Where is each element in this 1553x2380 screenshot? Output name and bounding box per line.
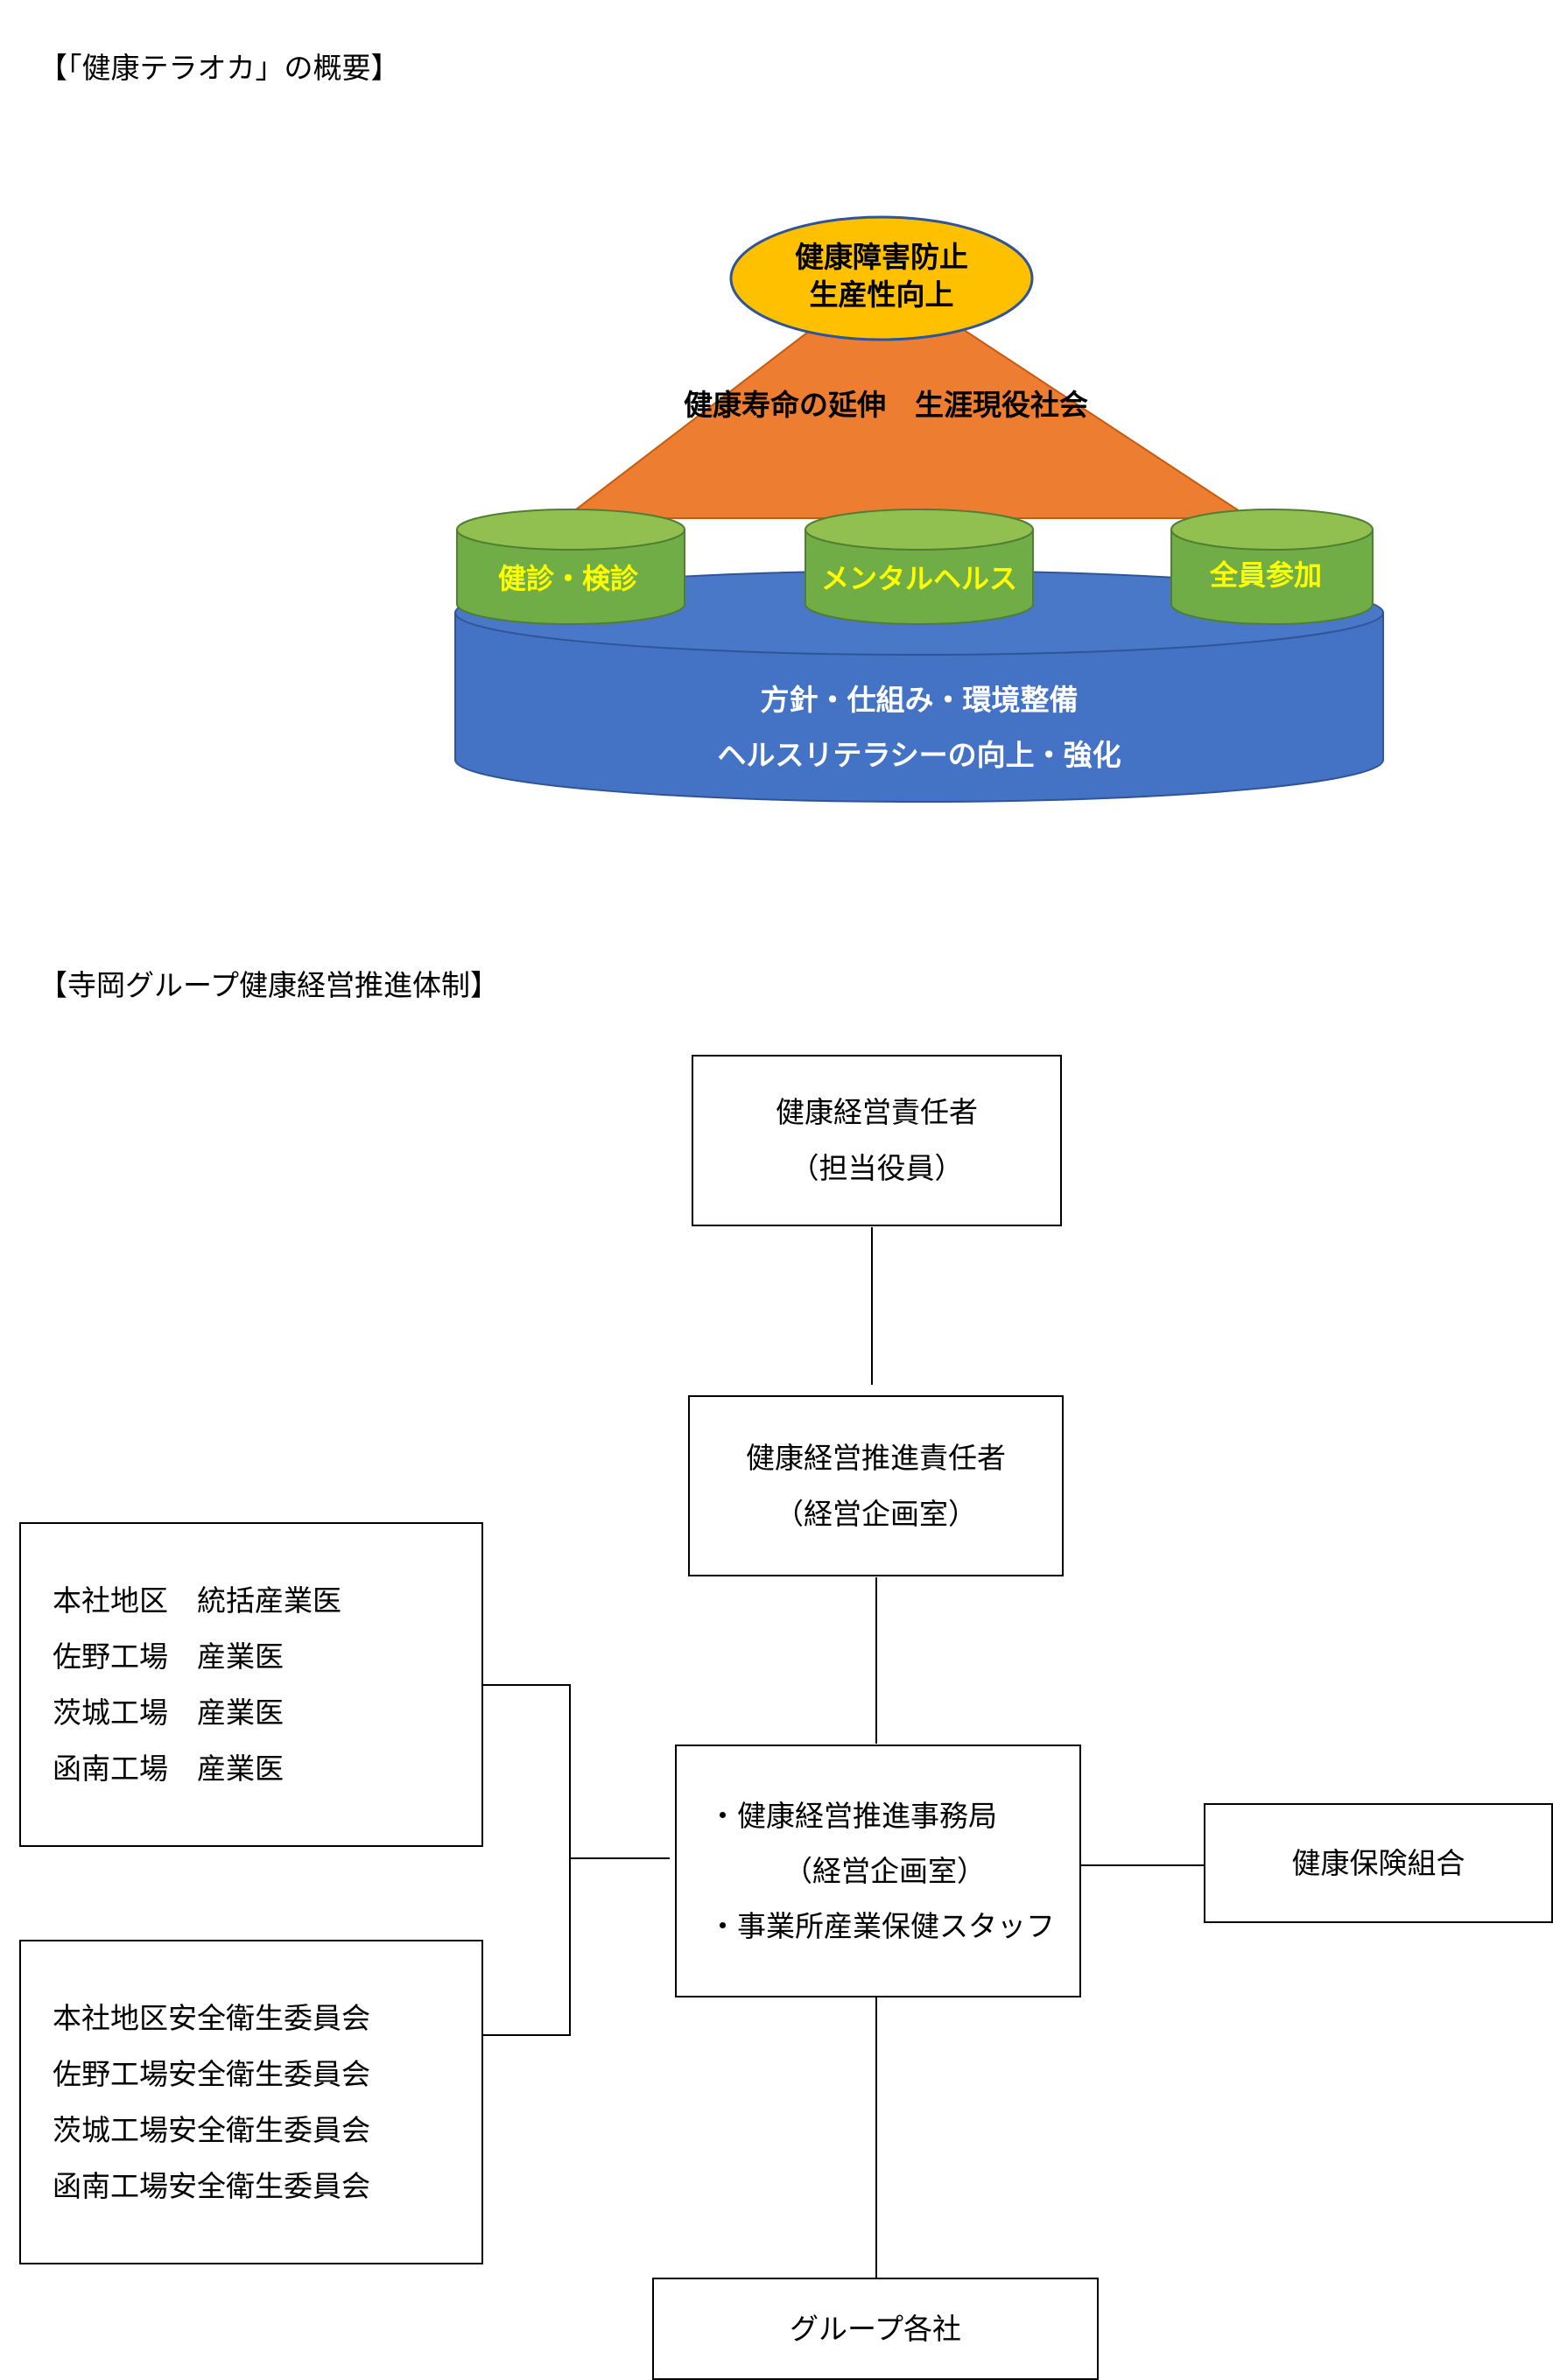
structure-heading: 【寺岡グループ健康経営推進体制】 bbox=[39, 968, 500, 1002]
pillar-label-mental-health: メンタルヘルス bbox=[821, 562, 1017, 595]
physician-line-1: 本社地区 統括産業医 bbox=[53, 1583, 341, 1618]
triangle-text: 健康寿命の延伸 生涯現役社会 bbox=[684, 388, 1088, 422]
physician-line-4: 函南工場 産業医 bbox=[53, 1751, 284, 1786]
committee-line-3: 茨城工場安全衛生委員会 bbox=[53, 2112, 370, 2147]
base-text-line2: ヘルスリテラシーの向上・強化 bbox=[717, 738, 1121, 772]
goal-text-line1: 健康障害防止 bbox=[795, 240, 968, 274]
connector-left-to-office bbox=[569, 1857, 670, 1859]
goal-text-line2: 生産性向上 bbox=[810, 277, 954, 312]
goal-ellipse bbox=[729, 215, 1034, 341]
committee-line-4: 函南工場安全衛生委員会 bbox=[53, 2168, 370, 2203]
physician-line-2: 佐野工場 産業医 bbox=[53, 1639, 284, 1674]
overview-heading: 【「健康テラオカ」の概要】 bbox=[39, 51, 400, 85]
health-overview-diagram: 健康障害防止 生産性向上 健康寿命の延伸 生涯現役社会 健診・検診 メンタルヘル… bbox=[454, 215, 1384, 803]
box-promotion-office: ・健康経営推進事務局 （経営企画室） ・事業所産業保健スタッフ bbox=[675, 1745, 1081, 1997]
connector-office-group bbox=[875, 1997, 877, 2278]
base-text-line1: 方針・仕組み・環境整備 bbox=[761, 683, 1079, 717]
box-industrial-physicians: 本社地区 統括産業医 佐野工場 産業医 茨城工場 産業医 函南工場 産業医 bbox=[19, 1522, 483, 1847]
office-line-3: ・事業所産業保健スタッフ bbox=[708, 1909, 1055, 1943]
connector-physicians-stub bbox=[483, 1684, 571, 1686]
connector-left-vertical bbox=[569, 1684, 571, 2036]
connector-promotion-office bbox=[875, 1577, 877, 1744]
pillar-mental-health bbox=[805, 509, 1034, 625]
box-responsible-line1: 健康経営責任者 bbox=[776, 1095, 978, 1129]
box-health-management-responsible: 健康経営責任者 （担当役員） bbox=[692, 1055, 1062, 1226]
pillar-label-all-participation: 全員参加 bbox=[1209, 558, 1322, 592]
box-promotion-responsible: 健康経営推進責任者 （経営企画室） bbox=[688, 1395, 1064, 1576]
pillar-label-checkup: 健診・検診 bbox=[498, 562, 639, 595]
connector-committees-stub bbox=[483, 2034, 571, 2036]
connector-responsible-promotion bbox=[871, 1227, 873, 1385]
connector-office-union bbox=[1077, 1864, 1204, 1866]
box-safety-committees: 本社地区安全衛生委員会 佐野工場安全衛生委員会 茨城工場安全衛生委員会 函南工場… bbox=[19, 1940, 483, 2264]
office-line-1: ・健康経営推進事務局 bbox=[708, 1799, 997, 1833]
committee-line-2: 佐野工場安全衛生委員会 bbox=[53, 2056, 370, 2091]
office-line-2: （経営企画室） bbox=[784, 1854, 986, 1888]
union-label: 健康保険組合 bbox=[1291, 1845, 1465, 1880]
pillar-checkup bbox=[456, 509, 685, 625]
box-promotion-line1: 健康経営推進責任者 bbox=[746, 1440, 1006, 1475]
box-group-companies: グループ各社 bbox=[652, 2278, 1099, 2380]
box-responsible-line2: （担当役員） bbox=[790, 1151, 964, 1185]
group-label: グループ各社 bbox=[789, 2311, 962, 2346]
box-promotion-line2: （経営企画室） bbox=[775, 1496, 977, 1531]
box-health-insurance-union: 健康保険組合 bbox=[1204, 1803, 1553, 1923]
pillar-all-participation bbox=[1170, 509, 1374, 625]
committee-line-1: 本社地区安全衛生委員会 bbox=[53, 2000, 370, 2035]
physician-line-3: 茨城工場 産業医 bbox=[53, 1695, 284, 1730]
